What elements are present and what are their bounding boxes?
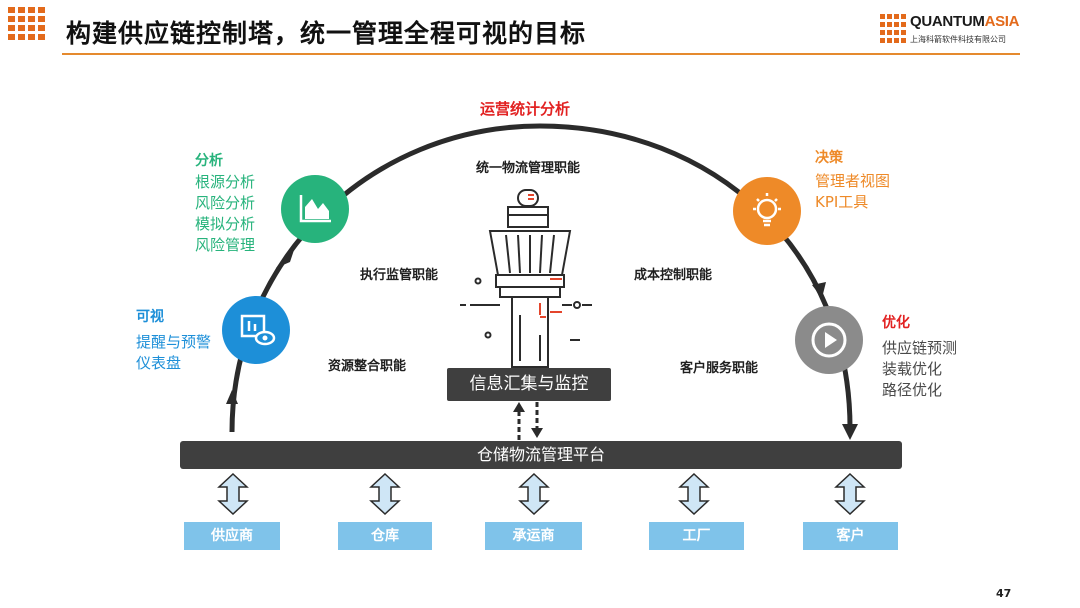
list-item: 风险管理 <box>195 236 256 254</box>
list-item: 模拟分析 <box>195 215 256 233</box>
list-item: 装载优化 <box>882 360 943 378</box>
double-arrow-icon <box>518 473 550 515</box>
node-factory: 工厂 <box>649 522 744 550</box>
decision-title: 决策 <box>815 150 843 166</box>
double-arrow-icon <box>834 473 866 515</box>
play-icon <box>795 306 863 374</box>
monitor-eye-icon <box>222 296 290 364</box>
list-item: 提醒与预警 <box>136 333 212 351</box>
title-divider <box>62 53 1020 55</box>
double-arrow-icon <box>678 473 710 515</box>
customer-service-label: 客户服务职能 <box>680 361 759 376</box>
resource-integration-label: 资源整合职能 <box>328 359 407 374</box>
node-warehouse: 仓库 <box>338 522 432 550</box>
list-item: 供应链预测 <box>882 339 958 357</box>
analysis-list: 根源分析 风险分析 模拟分析 风险管理 <box>195 172 255 256</box>
decision-group: 决策 管理者视图 KPI工具 <box>815 147 890 213</box>
execution-monitoring-label: 执行监管职能 <box>360 268 439 283</box>
page-number: 47 <box>996 587 1012 600</box>
brand-company: 上海科箭软件科技有限公司 <box>910 35 1006 44</box>
brand-logo-grid <box>8 7 45 40</box>
unified-logistics-label: 统一物流管理职能 <box>476 161 581 176</box>
brand-logo-mark <box>880 14 906 43</box>
list-item: KPI工具 <box>815 193 869 211</box>
list-item: 路径优化 <box>882 381 943 399</box>
lightbulb-icon <box>733 177 801 245</box>
control-tower-icon <box>460 189 592 368</box>
info-monitoring-box: 信息汇集与监控 <box>447 368 611 401</box>
cost-control-label: 成本控制职能 <box>634 268 713 283</box>
list-item: 风险分析 <box>195 194 256 212</box>
node-customer: 客户 <box>803 522 898 550</box>
list-item: 仪表盘 <box>136 354 182 372</box>
optimize-title: 优化 <box>882 315 910 331</box>
data-flow-arrows <box>513 402 543 440</box>
list-item: 根源分析 <box>195 173 256 191</box>
double-arrow-icon <box>369 473 401 515</box>
analysis-title: 分析 <box>195 153 223 169</box>
node-supplier: 供应商 <box>184 522 280 550</box>
operations-analysis-label: 运营统计分析 <box>480 100 571 118</box>
double-arrow-icon <box>217 473 249 515</box>
visible-group: 可视 提醒与预警 仪表盘 <box>136 306 211 374</box>
optimize-group: 优化 供应链预测 装载优化 路径优化 <box>882 312 957 401</box>
area-chart-icon <box>281 175 349 243</box>
list-item: 管理者视图 <box>815 172 891 190</box>
page-title: 构建供应链控制塔，统一管理全程可视的目标 <box>66 19 587 48</box>
visible-list: 提醒与预警 仪表盘 <box>136 332 211 374</box>
warehouse-logistics-platform: 仓储物流管理平台 <box>180 441 902 469</box>
node-carrier: 承运商 <box>485 522 582 550</box>
visible-title: 可视 <box>136 309 164 325</box>
analysis-group: 分析 根源分析 风险分析 模拟分析 风险管理 <box>195 150 255 256</box>
optimize-list: 供应链预测 装载优化 路径优化 <box>882 338 957 401</box>
brand-name: QUANTUMASIA <box>910 13 1020 30</box>
decision-list: 管理者视图 KPI工具 <box>815 171 890 213</box>
